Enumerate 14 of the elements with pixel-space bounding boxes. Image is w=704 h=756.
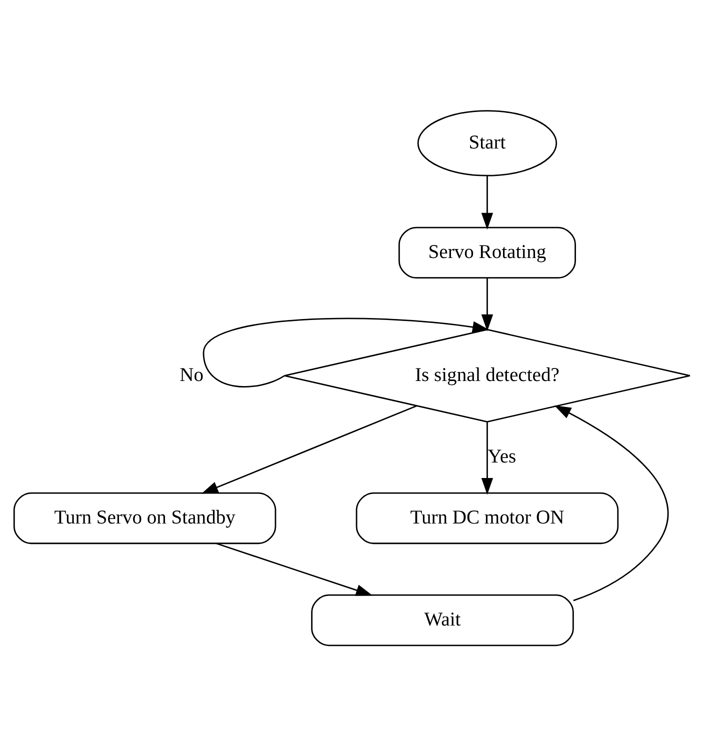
node-box: Turn Servo on Standby bbox=[13, 492, 276, 544]
node-ellipse: Start bbox=[417, 110, 558, 176]
arrow bbox=[554, 405, 668, 602]
arrow bbox=[481, 422, 494, 495]
node-box: Turn DC motor ON bbox=[356, 492, 619, 544]
arrow bbox=[216, 542, 373, 596]
arrow bbox=[481, 278, 494, 332]
arrow bbox=[201, 405, 417, 494]
arrow bbox=[202, 318, 490, 388]
node-box: Wait bbox=[311, 594, 574, 646]
edge-label: No bbox=[180, 364, 204, 386]
arrow bbox=[481, 176, 494, 230]
node-diamond: Is signal detected? bbox=[284, 328, 691, 423]
node-box: Servo Rotating bbox=[398, 226, 576, 279]
